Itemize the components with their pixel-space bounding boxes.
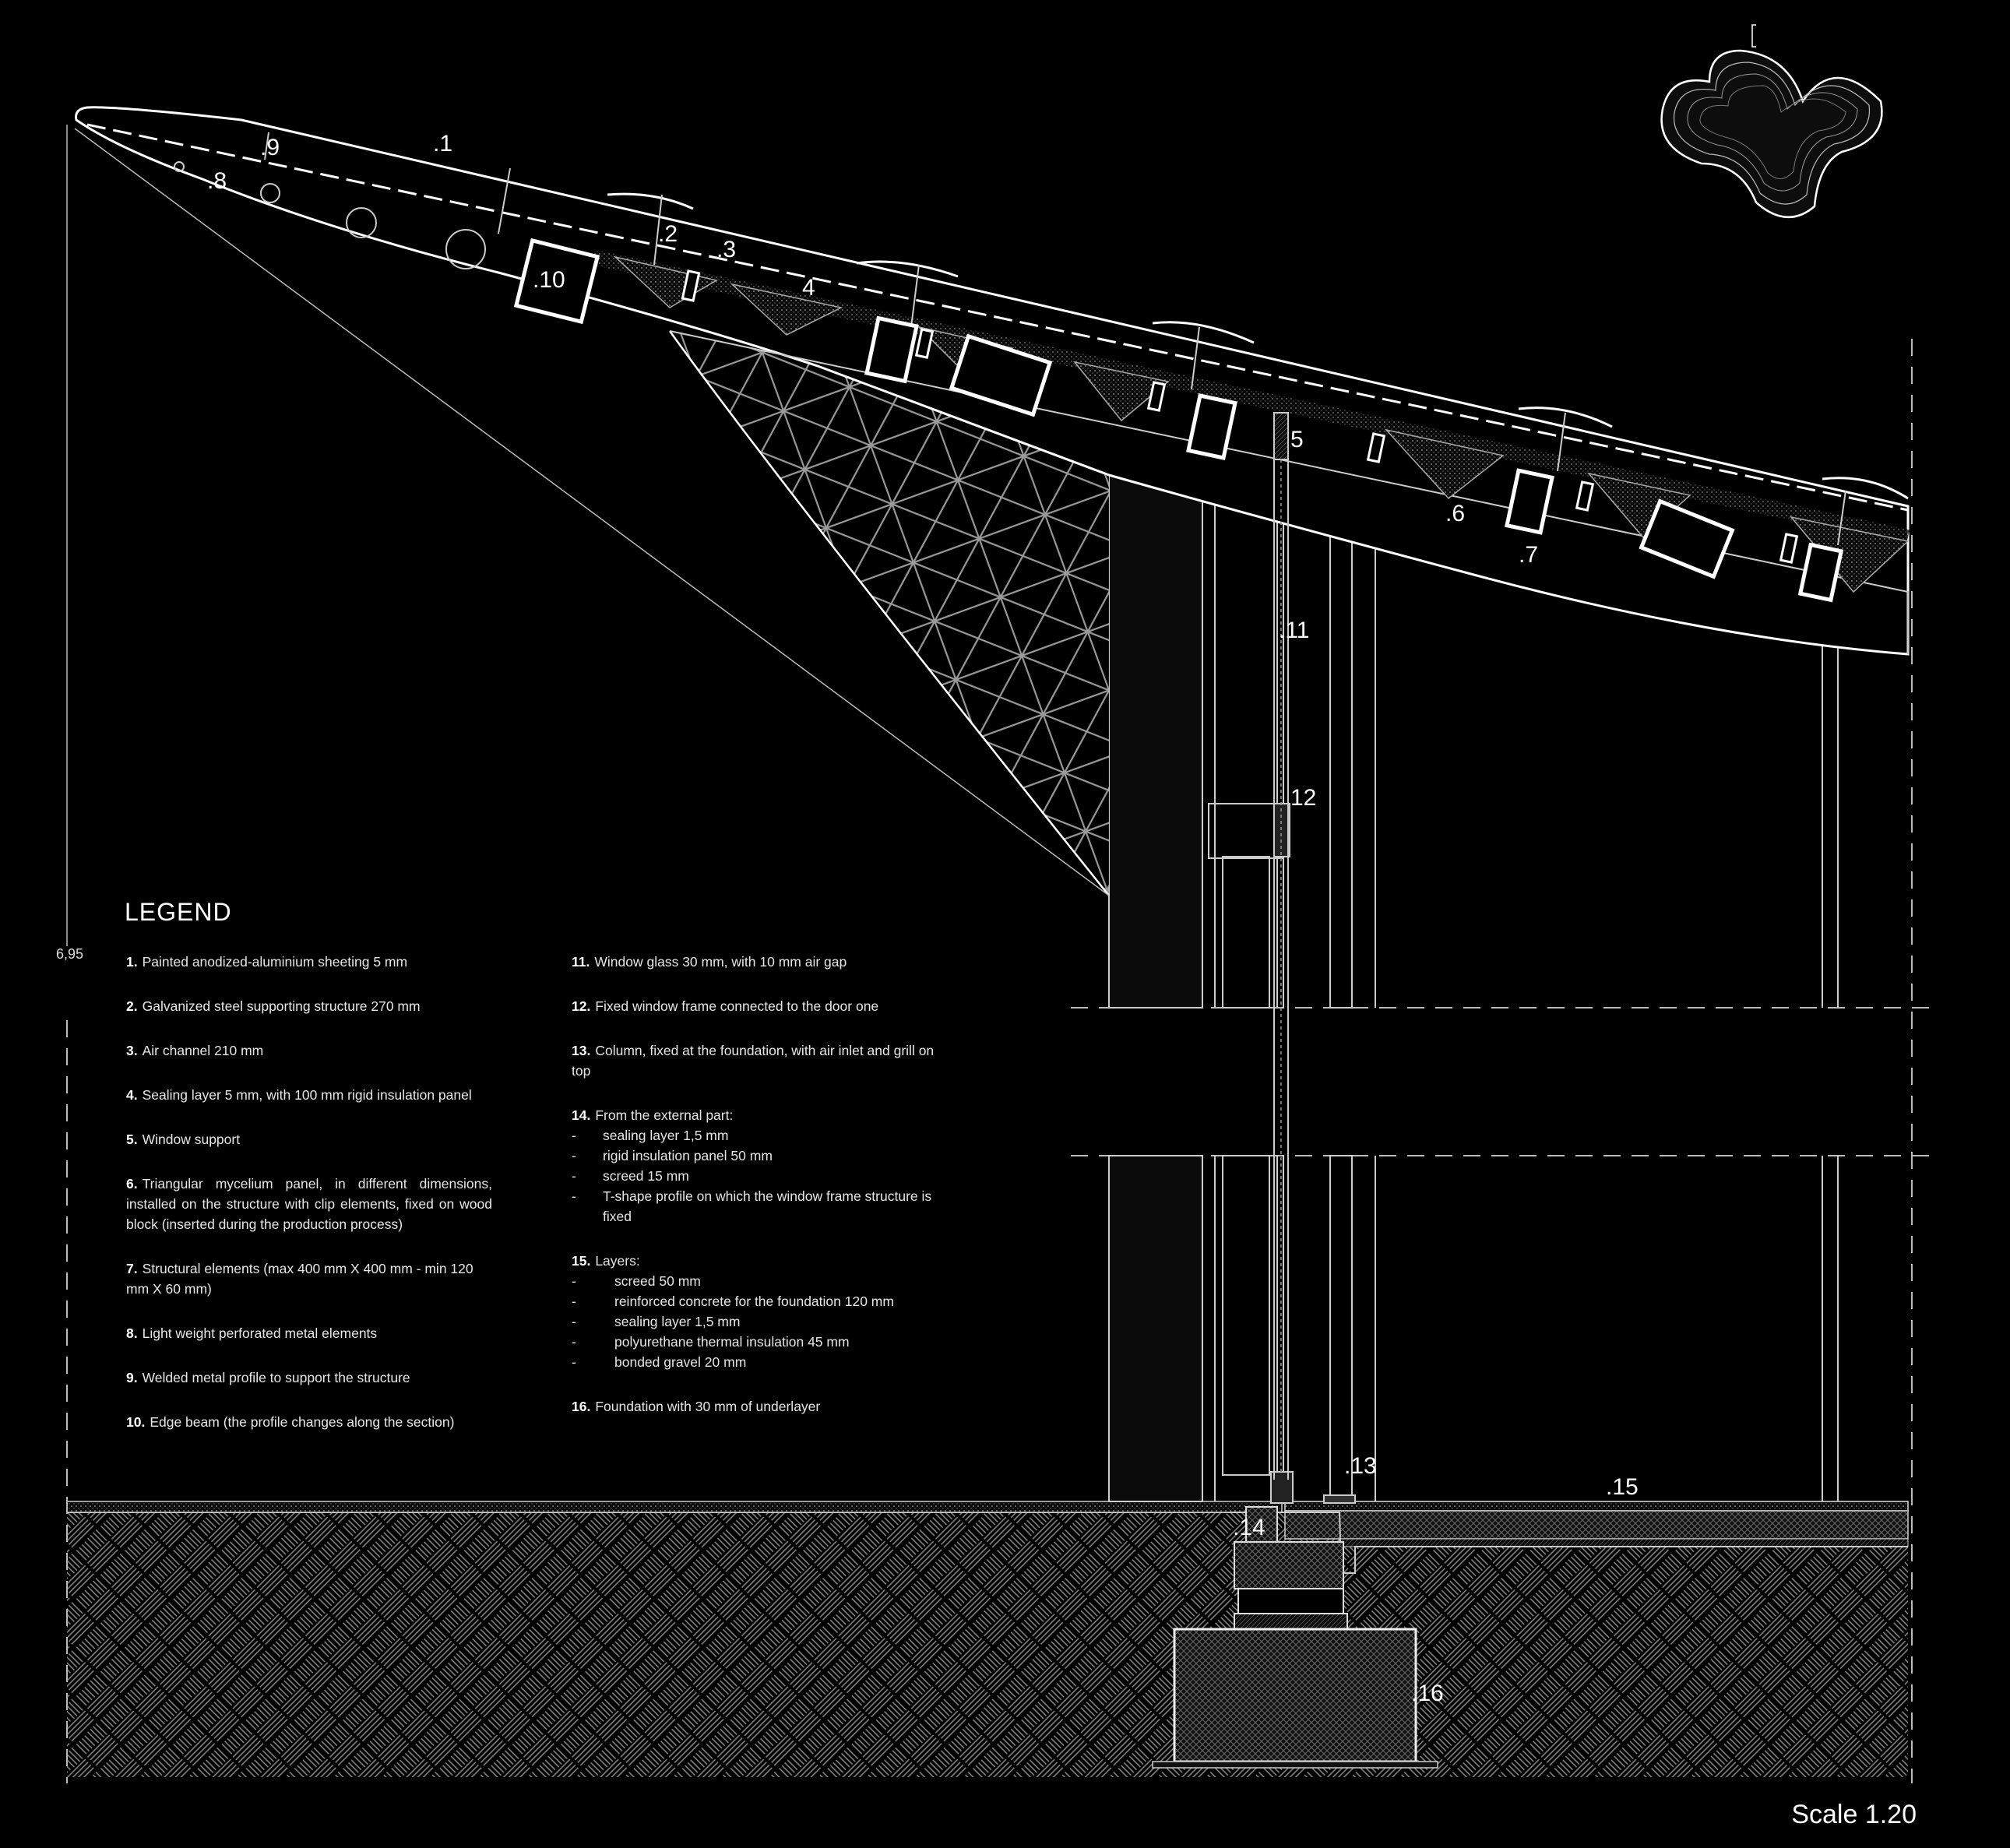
callout-7: .7 [1519, 542, 1539, 568]
legend-item-15-sub: sealing layer 1,5 mm [572, 1311, 945, 1332]
legend-column-1: 1.Painted anodized-aluminium sheeting 5 … [126, 952, 492, 1456]
legend-item-2: 2.Galvanized steel supporting structure … [126, 998, 421, 1014]
legend-item-5: 5.Window support [126, 1132, 241, 1147]
callout-16: .16 [1411, 1681, 1444, 1706]
legend-item-9: 9.Welded metal profile to support the st… [126, 1370, 410, 1385]
legend-item-10: 10.Edge beam (the profile changes along … [126, 1414, 455, 1430]
legend-item-4: 4.Sealing layer 5 mm, with 100 mm rigid … [126, 1087, 472, 1103]
legend-item-15-sub: polyurethane thermal insulation 45 mm [572, 1332, 945, 1352]
legend-item-14-sub: screed 15 mm [572, 1166, 945, 1186]
legend-item-11: 11.Window glass 30 mm, with 10 mm air ga… [572, 954, 847, 970]
key-plan-icon [1660, 24, 1883, 218]
legend-item-15-sub: reinforced concrete for the foundation 1… [572, 1291, 945, 1311]
legend-item-12: 12.Fixed window frame connected to the d… [572, 998, 879, 1014]
callout-9: .9 [260, 135, 280, 160]
callout-11: .11 [1279, 618, 1310, 643]
callout-5: 5 [1290, 427, 1304, 452]
legend-item-15-sub: bonded gravel 20 mm [572, 1352, 945, 1372]
legend-item-14-sub: T-shape profile on which the window fram… [572, 1186, 945, 1227]
callout-4: 4 [802, 275, 815, 301]
callout-3: .3 [716, 237, 737, 262]
legend-item-6: 6.Triangular mycelium panel, in differen… [126, 1176, 492, 1232]
legend-item-1: 1.Painted anodized-aluminium sheeting 5 … [126, 954, 408, 970]
callout-13: .13 [1344, 1453, 1377, 1479]
callout-1: .1 [433, 131, 453, 157]
legend-item-14-sub: sealing layer 1,5 mm [572, 1125, 945, 1146]
legend-item-14: 14.From the external part: sealing layer… [572, 1105, 945, 1227]
scale-label: Scale 1.20 [1791, 1800, 1917, 1829]
callout-15: .15 [1606, 1474, 1639, 1500]
legend-item-14-sub: rigid insulation panel 50 mm [572, 1146, 945, 1166]
legend-column-2: 11.Window glass 30 mm, with 10 mm air ga… [572, 952, 945, 1441]
legend-item-8: 8.Light weight perforated metal elements [126, 1325, 378, 1341]
legend-item-15: 15.Layers: screed 50 mm reinforced concr… [572, 1251, 945, 1372]
callout-2: .2 [658, 221, 678, 247]
legend-item-3: 3.Air channel 210 mm [126, 1043, 264, 1058]
ground-soil [67, 1512, 1908, 1777]
callout-6: .6 [1445, 501, 1466, 526]
legend-item-16: 16.Foundation with 30 mm of underlayer [572, 1399, 821, 1414]
callout-12: 12 [1290, 785, 1317, 811]
callout-8: .8 [207, 168, 227, 194]
legend-item-7: 7.Structural elements (max 400 mm X 400 … [126, 1261, 473, 1297]
callout-10: .10 [533, 267, 565, 293]
height-dimension: 6,95 [56, 946, 84, 962]
legend-title: LEGEND [125, 898, 232, 926]
legend-item-15-sub: screed 50 mm [572, 1271, 945, 1291]
legend-item-13: 13.Column, fixed at the foundation, with… [572, 1043, 935, 1079]
callout-14: .14 [1233, 1515, 1265, 1540]
